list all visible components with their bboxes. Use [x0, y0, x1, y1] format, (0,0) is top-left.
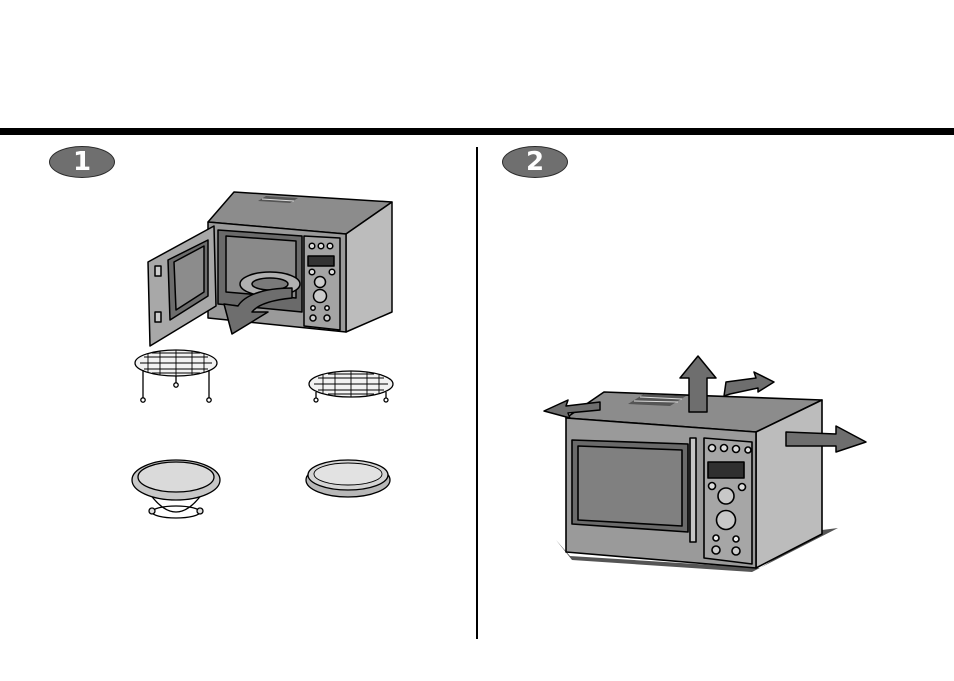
microwave-open-door	[148, 192, 392, 346]
microwave-closed	[556, 392, 838, 572]
turntable-with-ring	[132, 460, 220, 518]
low-rack	[309, 371, 393, 402]
vent-rear-arrow-icon	[724, 372, 774, 396]
high-rack	[135, 350, 217, 402]
baking-tray	[306, 460, 390, 497]
